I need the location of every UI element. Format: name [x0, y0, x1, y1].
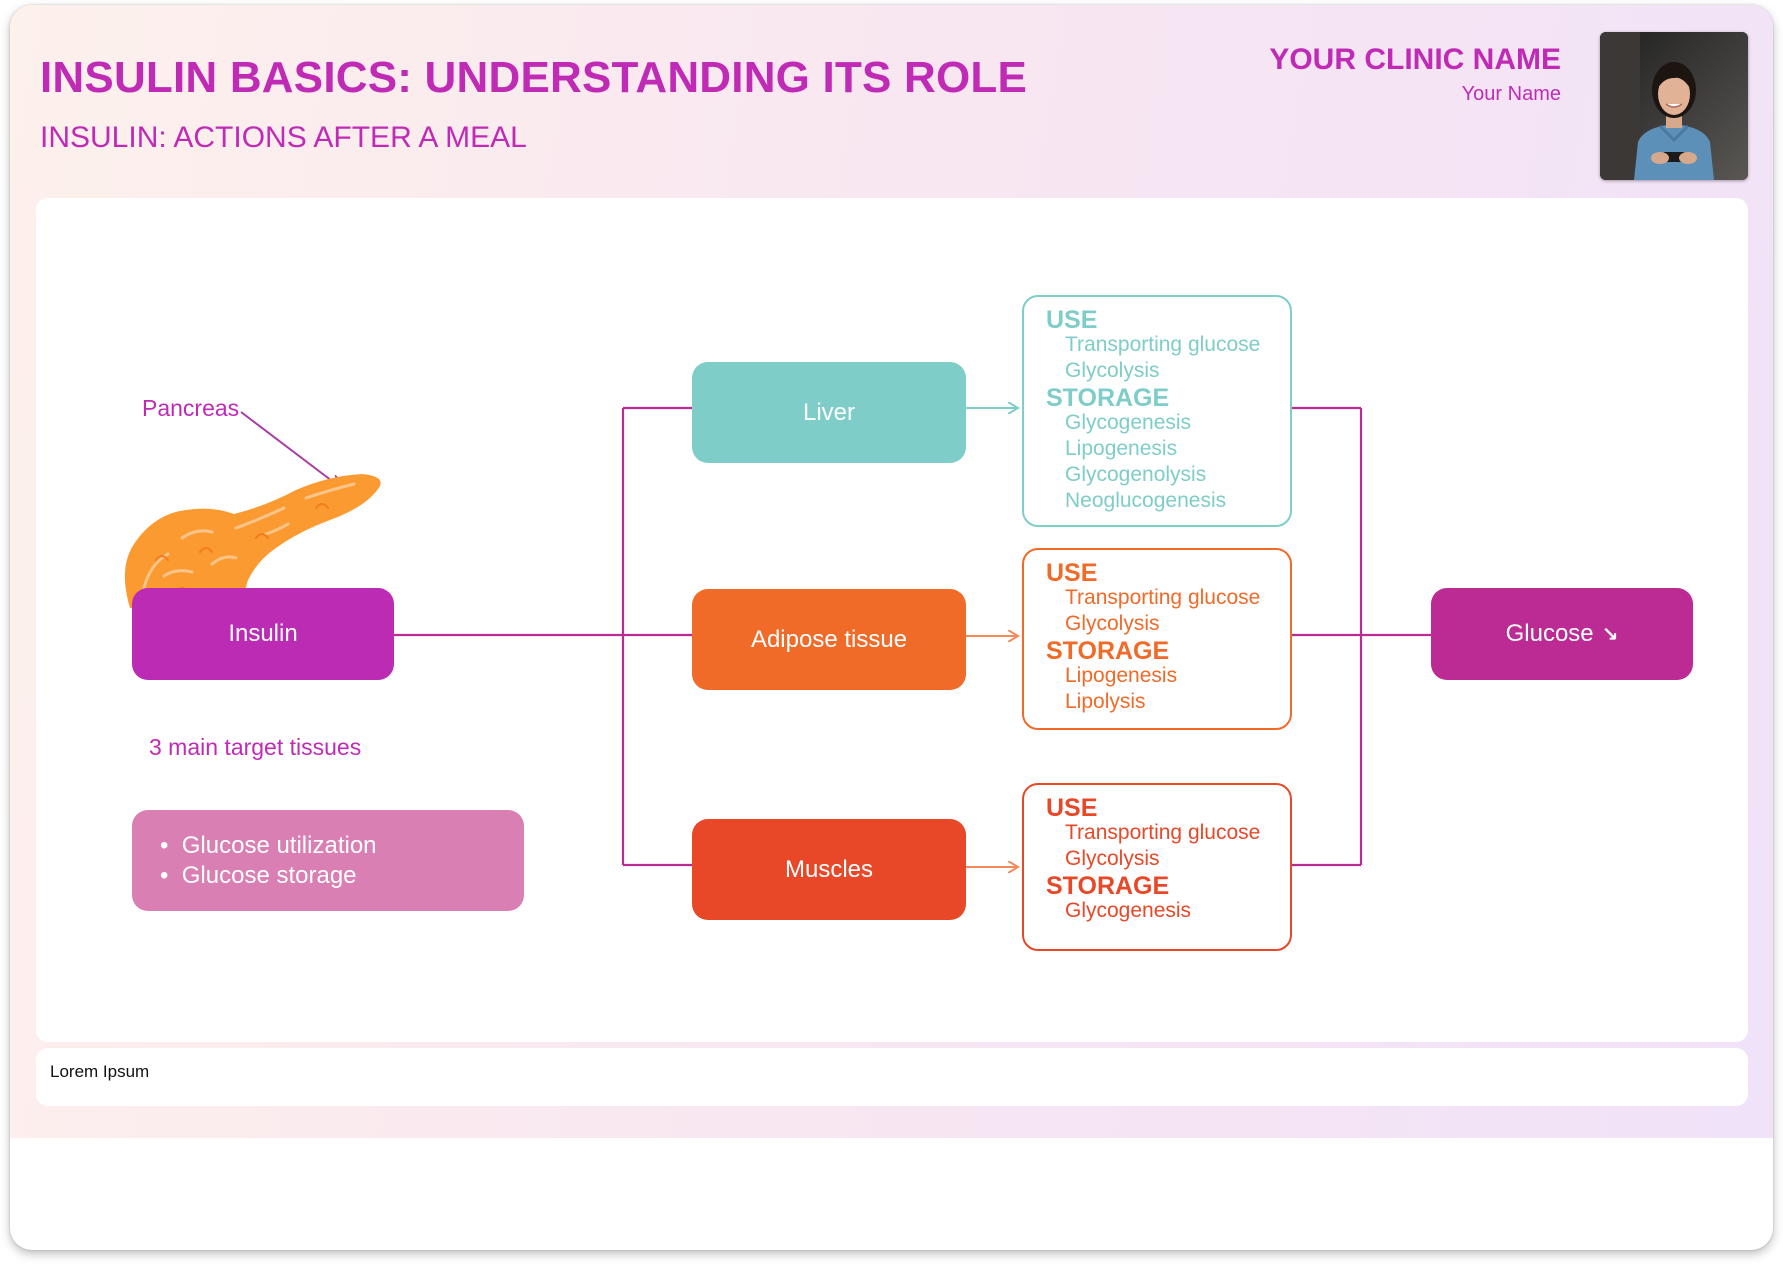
- process-item: 🡍Transporting glucose: [1046, 586, 1290, 612]
- process-item: 🡏Neoglucogenesis: [1046, 489, 1290, 515]
- storage-heading: STORAGE: [1046, 873, 1290, 899]
- use-heading: USE: [1046, 307, 1290, 333]
- decrease-arrow-icon: ↘: [1602, 622, 1619, 647]
- process-item: 🡍Glycogenesis: [1046, 899, 1290, 925]
- insulin-label: Insulin: [228, 620, 297, 648]
- increase-arrow-icon: 🡍: [1046, 614, 1065, 638]
- summary-item: • Glucose storage: [160, 861, 377, 891]
- process-item: 🡍Lipogenesis: [1046, 664, 1290, 690]
- storage-heading: STORAGE: [1046, 385, 1290, 411]
- process-item: 🡏Lipolysis: [1046, 690, 1290, 716]
- process-item: 🡍Glycolysis: [1046, 612, 1290, 638]
- slide: INSULIN BASICS: UNDERSTANDING ITS ROLE I…: [10, 5, 1773, 1138]
- increase-arrow-icon: 🡍: [1046, 361, 1065, 385]
- pancreas-icon: [116, 468, 416, 608]
- decrease-arrow-icon: 🡏: [1046, 491, 1065, 515]
- page-subtitle: INSULIN: ACTIONS AFTER A MEAL: [40, 121, 527, 155]
- increase-arrow-icon: 🡍: [1046, 335, 1065, 359]
- liver-detail-panel: USE 🡍Transporting glucose 🡍Glycolysis ST…: [1022, 295, 1292, 527]
- process-item: 🡍Glycolysis: [1046, 847, 1290, 873]
- clinic-name: YOUR CLINIC NAME: [1269, 43, 1561, 77]
- increase-arrow-icon: 🡍: [1046, 439, 1065, 463]
- notes-text: Lorem Ipsum: [50, 1062, 149, 1082]
- increase-arrow-icon: 🡍: [1046, 588, 1065, 612]
- glucose-label: Glucose: [1506, 620, 1594, 648]
- process-item: 🡍Transporting glucose: [1046, 333, 1290, 359]
- target-caption: 3 main target tissues: [149, 734, 361, 761]
- increase-arrow-icon: 🡍: [1046, 849, 1065, 873]
- tissue-box-liver: Liver: [692, 362, 966, 463]
- page-title: INSULIN BASICS: UNDERSTANDING ITS ROLE: [40, 53, 1027, 103]
- summary-box: • Glucose utilization • Glucose storage: [132, 810, 524, 911]
- process-item: 🡏Glycogenolysis: [1046, 463, 1290, 489]
- presenter-photo: [1600, 32, 1748, 180]
- author-name: Your Name: [1462, 83, 1561, 106]
- tissue-box-muscles: Muscles: [692, 819, 966, 920]
- process-item: 🡍Glycolysis: [1046, 359, 1290, 385]
- decrease-arrow-icon: 🡏: [1046, 692, 1065, 716]
- increase-arrow-icon: 🡍: [1046, 413, 1065, 437]
- pancreas-label: Pancreas: [142, 395, 239, 422]
- tissue-box-adipose: Adipose tissue: [692, 589, 966, 690]
- adipose-detail-panel: USE 🡍Transporting glucose 🡍Glycolysis ST…: [1022, 548, 1292, 730]
- diagram-canvas: Pancreas Insulin 3 main target tissues •…: [36, 198, 1748, 1042]
- use-heading: USE: [1046, 795, 1290, 821]
- insulin-box: Insulin: [132, 588, 394, 680]
- decrease-arrow-icon: 🡏: [1046, 465, 1065, 489]
- glucose-result-box: Glucose ↘: [1431, 588, 1693, 680]
- increase-arrow-icon: 🡍: [1046, 666, 1065, 690]
- muscles-detail-panel: USE 🡍Transporting glucose 🡍Glycolysis ST…: [1022, 783, 1292, 951]
- process-item: 🡍Lipogenesis: [1046, 437, 1290, 463]
- summary-item: • Glucose utilization: [160, 831, 377, 861]
- increase-arrow-icon: 🡍: [1046, 901, 1065, 925]
- process-item: 🡍Glycogenesis: [1046, 411, 1290, 437]
- process-item: 🡍Transporting glucose: [1046, 821, 1290, 847]
- notes-bar: Lorem Ipsum: [36, 1048, 1748, 1106]
- storage-heading: STORAGE: [1046, 638, 1290, 664]
- slide-card: INSULIN BASICS: UNDERSTANDING ITS ROLE I…: [10, 5, 1773, 1250]
- increase-arrow-icon: 🡍: [1046, 823, 1065, 847]
- use-heading: USE: [1046, 560, 1290, 586]
